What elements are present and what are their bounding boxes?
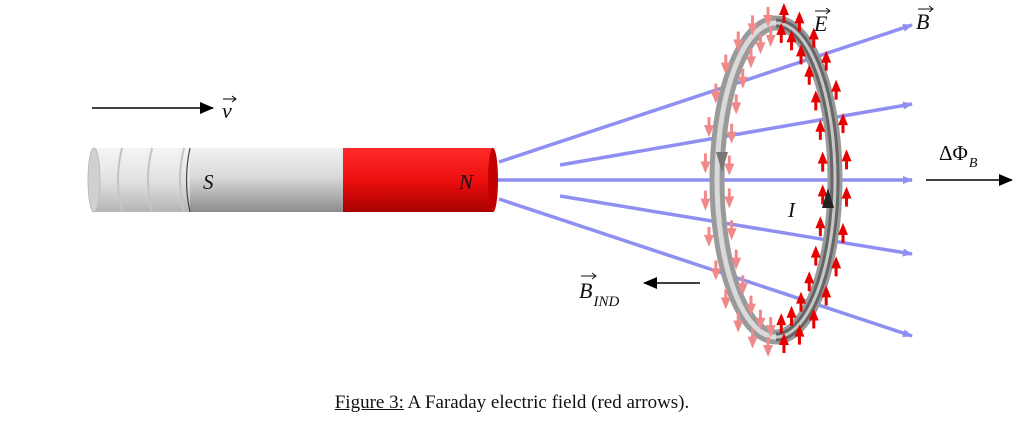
e-field-arrow (747, 15, 758, 36)
e-field-arrow (831, 256, 842, 277)
e-field-arrow (808, 308, 819, 329)
e-field-arrow (804, 271, 815, 292)
field-line (498, 23, 913, 164)
e-field-arrow (731, 249, 742, 270)
e-field-arrow (731, 94, 742, 115)
e-field-arrow (763, 7, 774, 28)
south-pole-label: S (203, 170, 214, 194)
e-field-arrow (776, 22, 787, 43)
e-field-arrow (786, 30, 797, 51)
induced-field-label: BIND (579, 278, 619, 310)
flux-change-label: ΔΦB (939, 141, 978, 171)
e-field-arrow (817, 184, 828, 205)
e-field-arrow (720, 54, 731, 75)
e-field-arrow (763, 336, 774, 357)
e-field-arrow (804, 64, 815, 85)
e-field-arrow (841, 149, 852, 170)
e-field-arrow (700, 153, 711, 174)
e-field-arrow (747, 328, 758, 349)
e-field-arrow (755, 309, 766, 330)
e-field-arrow (778, 332, 789, 353)
magnet-north-section (343, 148, 493, 212)
e-field-arrow (796, 44, 807, 65)
e-field-arrow (724, 188, 735, 209)
magnetic-field-lines (498, 23, 913, 338)
e-field-arrow (700, 190, 711, 211)
e-field-label: E (813, 11, 828, 36)
e-field-arrow (794, 324, 805, 345)
figure-caption: Figure 3: A Faraday electric field (red … (0, 392, 1024, 414)
velocity-label: v (222, 98, 232, 123)
e-field-arrow (815, 216, 826, 237)
e-field-arrow (733, 31, 744, 52)
e-field-arrow (745, 48, 756, 69)
magnet-tail (92, 148, 190, 212)
current-arrow-back (716, 152, 728, 172)
magnet-south-section (190, 148, 343, 212)
e-field-arrow (765, 26, 776, 47)
electric-field-arrows (700, 3, 852, 357)
e-field-arrow (745, 295, 756, 316)
e-field-arrow (810, 90, 821, 111)
e-field-arrow (765, 317, 776, 338)
e-field-arrow (817, 151, 828, 172)
e-field-arrow (838, 113, 849, 134)
north-pole-label: N (458, 170, 474, 194)
e-field-arrow (821, 285, 832, 306)
caption-text: A Faraday electric field (red arrows). (403, 392, 690, 413)
e-field-arrow (841, 186, 852, 207)
e-field-arrow (737, 68, 748, 89)
current-arrow-front (822, 188, 834, 208)
e-field-arrow (726, 220, 737, 241)
e-field-arrow (724, 155, 735, 176)
e-field-arrow (726, 123, 737, 144)
e-field-arrow (794, 11, 805, 32)
e-field-arrow (821, 50, 832, 71)
field-line (498, 197, 913, 338)
e-field-arrow (703, 117, 714, 138)
bar-magnet (87, 147, 498, 213)
e-field-arrow (831, 79, 842, 100)
b-field-label: B (916, 9, 929, 34)
e-field-arrow (720, 289, 731, 310)
field-line (559, 101, 913, 167)
e-field-arrow (838, 222, 849, 243)
e-field-arrow (778, 3, 789, 24)
e-field-arrow (776, 313, 787, 334)
e-field-arrow (710, 260, 721, 281)
e-field-arrow (810, 245, 821, 266)
current-label: I (787, 198, 796, 222)
e-field-arrow (703, 226, 714, 247)
e-field-arrow (808, 27, 819, 48)
field-line (559, 194, 913, 257)
e-field-arrow (796, 291, 807, 312)
e-field-arrow (733, 312, 744, 333)
figure-ref: Figure 3: (334, 392, 404, 413)
e-field-arrow (815, 119, 826, 140)
e-field-arrow (737, 275, 748, 296)
e-field-arrow (710, 83, 721, 104)
conducting-loop (709, 15, 843, 345)
e-field-arrow (755, 34, 766, 55)
e-field-arrow (786, 305, 797, 326)
